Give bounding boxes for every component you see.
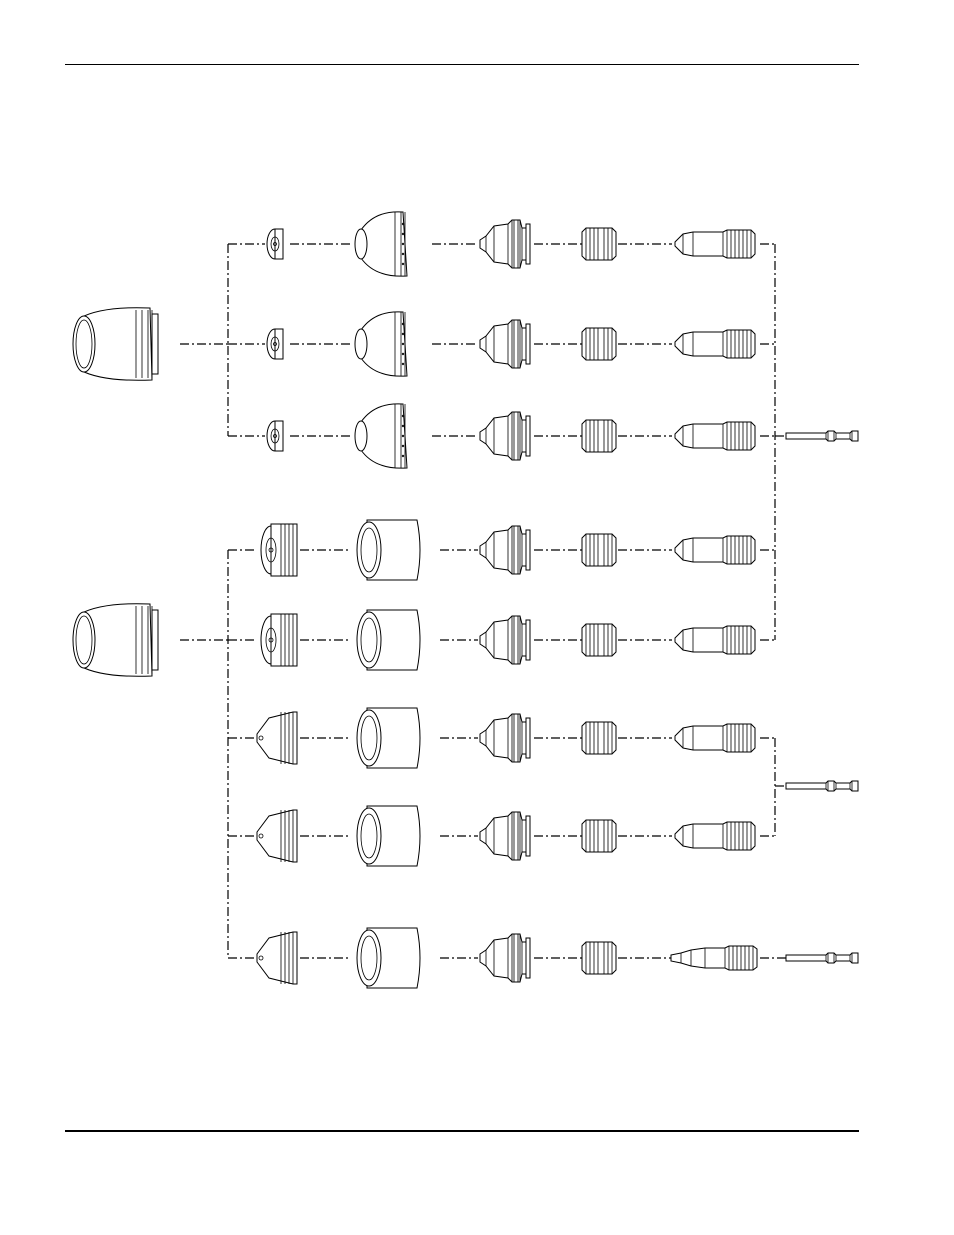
parts-group [72, 211, 859, 989]
nozzle-upper-2 [479, 319, 531, 369]
electrode-upper-1 [674, 229, 756, 259]
nozzle-lower-3 [479, 713, 531, 763]
retaining-cap-lower-4 [356, 805, 421, 867]
electrode-lower-4 [674, 821, 756, 851]
nozzle-upper-3 [479, 411, 531, 461]
retaining-cap-upper-1 [354, 211, 408, 277]
retaining-cap-lower-1 [356, 519, 421, 581]
header-rule [65, 64, 859, 65]
swirl-ring-lower-1 [581, 533, 617, 567]
retaining-cap-upper-3 [354, 403, 408, 469]
shield-lower-3 [256, 711, 298, 765]
nozzle-lower-1 [479, 525, 531, 575]
shield-lower-4 [256, 809, 298, 863]
shield-body-upper [72, 307, 159, 381]
shield-body-lower [72, 603, 159, 677]
swirl-ring-upper-3 [581, 419, 617, 453]
swirl-ring-upper-2 [581, 327, 617, 361]
shield-lower-5 [256, 931, 298, 985]
electrode-upper-3 [674, 421, 756, 451]
shield-lower-1 [260, 523, 298, 577]
swirl-ring-lower-2 [581, 623, 617, 657]
swirl-ring-lower-4 [581, 819, 617, 853]
retaining-cap-lower-5 [356, 927, 421, 989]
nozzle-lower-5 [479, 933, 531, 983]
footer-rule [65, 1130, 859, 1132]
retaining-cap-lower-3 [356, 707, 421, 769]
removal-tool-2 [785, 780, 859, 792]
retaining-cap-lower-2 [356, 609, 421, 671]
electrode-lower-2 [674, 625, 756, 655]
nozzle-lower-4 [479, 811, 531, 861]
nozzle-lower-2 [479, 615, 531, 665]
nozzle-upper-1 [479, 219, 531, 269]
swirl-ring-upper-1 [581, 227, 617, 261]
shield-lower-2 [260, 613, 298, 667]
swirl-ring-lower-5 [581, 941, 617, 975]
removal-tool-3 [785, 952, 859, 964]
retaining-disk-3 [266, 420, 284, 452]
connector-lines [180, 243, 790, 959]
electrode-upper-2 [674, 329, 756, 359]
electrode-lower-3 [674, 723, 756, 753]
removal-tool-1 [785, 430, 859, 442]
swirl-ring-lower-3 [581, 721, 617, 755]
electrode-lower-5 [670, 945, 758, 971]
retaining-disk-2 [266, 328, 284, 360]
retaining-cap-upper-2 [354, 311, 408, 377]
electrode-lower-1 [674, 535, 756, 565]
retaining-disk-1 [266, 228, 284, 260]
